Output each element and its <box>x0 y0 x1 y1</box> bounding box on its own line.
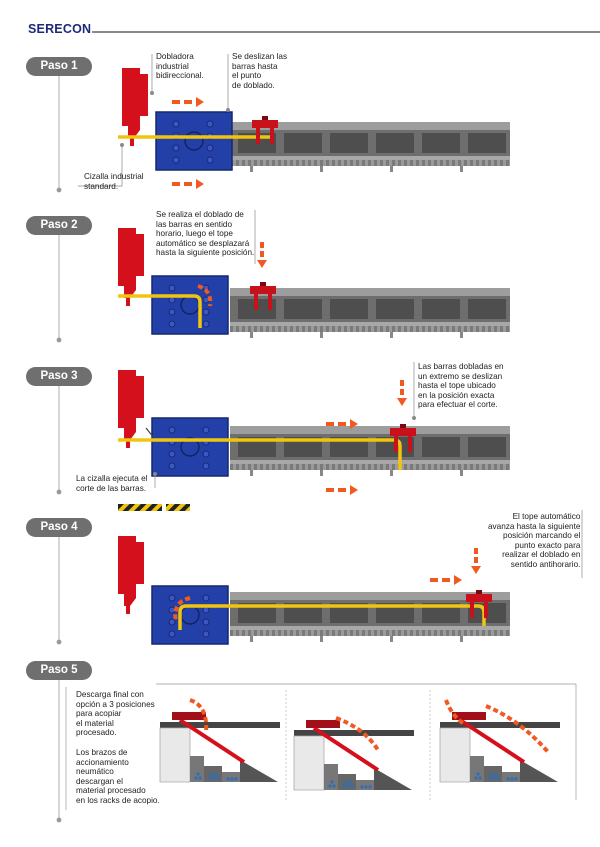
note-shear: Cizalla industrial standard. <box>84 172 144 191</box>
brand-logo: SERECON <box>28 22 92 36</box>
note-pneumatic-arms: Los brazos de accionamiento neumático de… <box>76 748 160 805</box>
header-rule <box>92 31 600 33</box>
note-step-2: Se realiza el doblado de las barras en s… <box>156 210 255 258</box>
note-slide-to-stop: Las barras dobladas en un extremo se des… <box>418 362 504 410</box>
step-4-pill: Paso 4 <box>26 518 92 537</box>
step-1-scene <box>78 54 510 189</box>
note-slide-bars: Se deslizan las barras hasta el punto de… <box>232 52 288 90</box>
step-2-scene <box>118 210 510 338</box>
timeline-connectors <box>56 76 62 823</box>
note-shear-cut: La cizalla ejecuta el corte de las barra… <box>76 474 148 493</box>
step-5-pill: Paso 5 <box>26 661 92 680</box>
step-3-pill: Paso 3 <box>26 367 92 386</box>
note-bender: Dobladora industrial bidireccional. <box>156 52 204 81</box>
note-discharge: Descarga final con opción a 3 posiciones… <box>76 690 155 738</box>
step-2-pill: Paso 2 <box>26 216 92 235</box>
step-3-scene <box>118 362 510 511</box>
step-4-scene <box>118 510 583 645</box>
note-step-4: El tope automático avanza hasta la sigui… <box>488 512 581 569</box>
step-1-pill: Paso 1 <box>26 57 92 76</box>
step-5-scene <box>65 683 577 810</box>
